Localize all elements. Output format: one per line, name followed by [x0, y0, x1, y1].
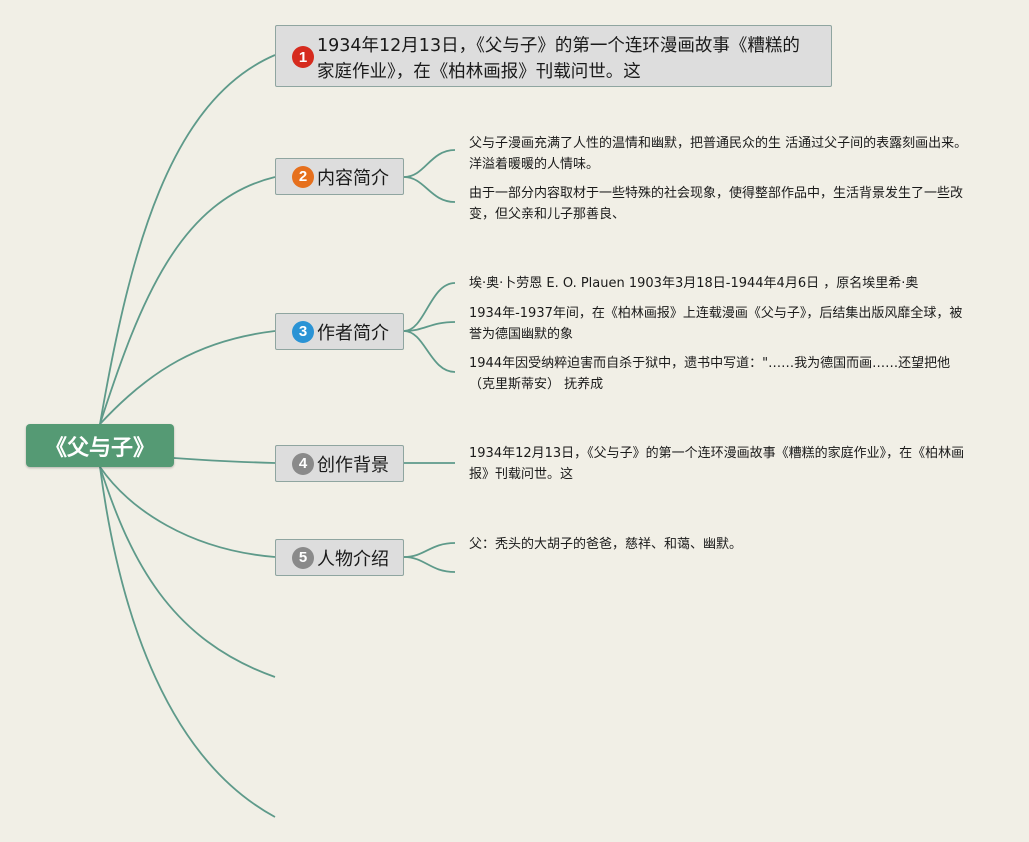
connector-root-branch-1 [99, 54, 276, 425]
subtopic-characters-1[interactable]: 父：秃头的大胡子的爸爸，慈祥、和蔼、幽默。 [469, 537, 743, 552]
subtopic-content-summary-2[interactable]: 由于一部分内容取材于一些特殊的社会现象，使得整部作品中，生活背景发生了一些改变，… [469, 186, 964, 222]
subtopic-author-profile-2[interactable]: 1934年-1937年间，在《柏林画报》上连载漫画《父与子》，后结集出版风靡全球… [469, 306, 963, 342]
branch-topic-creation-background[interactable]: 4 创作背景 [275, 445, 404, 482]
connector-root-branch-4 [173, 457, 276, 464]
connector-root-branch-5 [99, 466, 276, 558]
number-2-badge-icon: 2 [292, 165, 314, 188]
connector-branch-2-child-2 [403, 176, 456, 203]
number-5-badge-icon: 5 [292, 546, 314, 569]
number-3-badge-icon: 3 [292, 320, 314, 343]
subtopic-creation-background-1[interactable]: 1934年12月13日，《父与子》的第一个连环漫画故事《糟糕的家庭作业》，在《柏… [469, 446, 965, 482]
connector-branch-3-child-2 [403, 321, 456, 332]
connector-branch-5-child-1 [403, 542, 456, 558]
connector-root-empty-6 [99, 466, 276, 678]
subtopic-author-profile-1[interactable]: 埃·奥·卜劳恩 E. O. Plauen 1903年3月18日-1944年4月6… [469, 276, 919, 291]
branch-topic-content-summary-label: 内容简介 [317, 167, 389, 189]
branch-topic-1[interactable]: 1 1934年12月13日，《父与子》的第一个连环漫画故事《糟糕的家庭作业》，在… [275, 25, 832, 87]
branch-topic-characters[interactable]: 5 人物介绍 [275, 539, 404, 576]
connector-root-branch-3 [99, 330, 276, 425]
root-topic[interactable]: 《父与子》 [26, 424, 174, 467]
connector-root-empty-7 [99, 466, 276, 818]
branch-topic-content-summary[interactable]: 2 内容简介 [275, 158, 404, 195]
branch-topic-creation-background-label: 创作背景 [317, 454, 389, 476]
connector-branch-5-child-2 [403, 556, 456, 573]
number-4-badge-icon: 4 [292, 452, 314, 475]
connector-root-branch-2 [99, 176, 276, 425]
number-1-badge-icon: 1 [292, 46, 314, 68]
branch-topic-characters-label: 人物介绍 [317, 548, 389, 570]
subtopic-author-profile-3[interactable]: 1944年因受纳粹迫害而自杀于狱中，遗书中写道："……我为德国而画……还望把他（… [469, 356, 951, 392]
connector-branch-3-child-3 [403, 330, 456, 373]
connector-branch-3-child-1 [403, 282, 456, 332]
subtopic-content-summary-1[interactable]: 父与子漫画充满了人性的温情和幽默，把普通民众的生 活通过父子间的表露刻画出来。洋… [469, 136, 968, 172]
connector-branch-2-child-1 [403, 149, 456, 178]
branch-topic-1-label: 1934年12月13日，《父与子》的第一个连环漫画故事《糟糕的家庭作业》，在《柏… [317, 36, 800, 82]
root-topic-label: 《父与子》 [44, 435, 155, 461]
branch-topic-author-profile[interactable]: 3 作者简介 [275, 313, 404, 350]
branch-topic-author-profile-label: 作者简介 [317, 322, 389, 344]
